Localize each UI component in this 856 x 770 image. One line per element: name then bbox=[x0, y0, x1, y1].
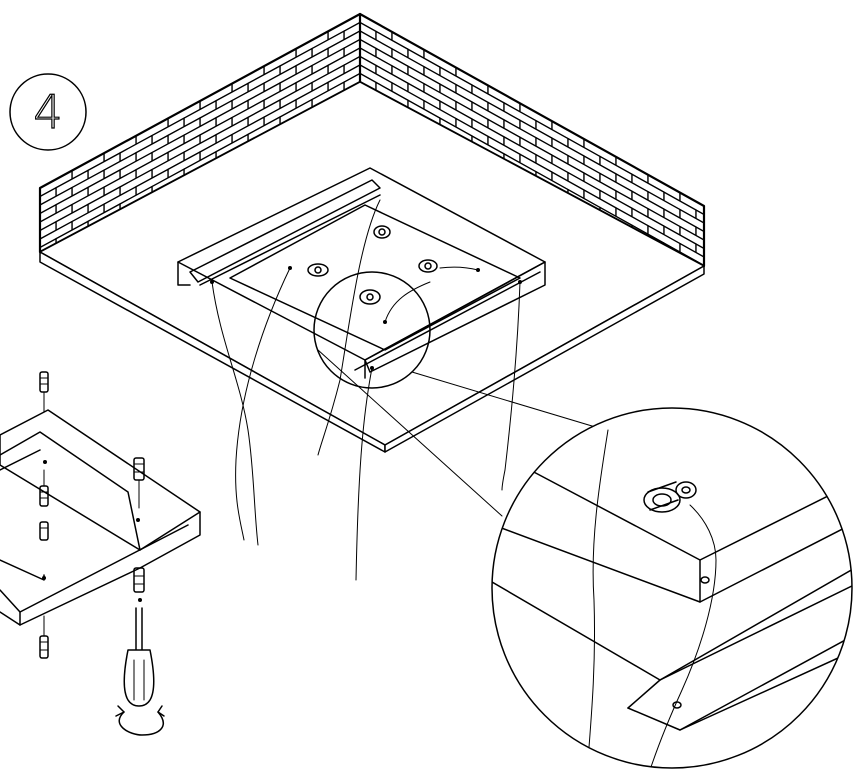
brick bbox=[0, 239, 24, 265]
brick bbox=[679, 225, 704, 255]
screwdriver-icon bbox=[123, 607, 155, 707]
step-number-badge: 4 bbox=[9, 73, 87, 151]
step-number-text: 4 bbox=[33, 85, 62, 139]
brick bbox=[8, 256, 40, 282]
brick bbox=[712, 244, 744, 270]
zoom-source-circle bbox=[313, 271, 431, 389]
brick bbox=[695, 225, 704, 255]
brick bbox=[40, 186, 41, 215]
screw-icon bbox=[39, 469, 49, 507]
screw-icon bbox=[39, 521, 49, 541]
screw-icon bbox=[39, 371, 49, 413]
zoom-detail-circle bbox=[491, 407, 853, 769]
brick bbox=[40, 186, 57, 215]
screw-icon bbox=[39, 615, 49, 659]
brick bbox=[40, 237, 41, 252]
brick bbox=[40, 203, 57, 232]
brick bbox=[695, 208, 704, 238]
brick bbox=[0, 222, 24, 248]
brick bbox=[40, 220, 57, 249]
brick bbox=[728, 279, 760, 305]
brick bbox=[728, 262, 760, 288]
brick bbox=[712, 278, 744, 304]
brick bbox=[40, 186, 73, 215]
brick bbox=[712, 261, 744, 287]
screw-group-box bbox=[307, 225, 438, 305]
brick bbox=[40, 203, 73, 232]
mounting-bracket bbox=[0, 409, 201, 626]
brick bbox=[679, 242, 704, 266]
brick bbox=[679, 208, 704, 238]
screw-set bbox=[39, 371, 145, 659]
brick bbox=[40, 220, 41, 249]
brick bbox=[712, 210, 744, 236]
screw-zoomed bbox=[643, 481, 697, 513]
brick bbox=[40, 220, 73, 249]
brick bbox=[695, 242, 704, 266]
brick bbox=[0, 256, 24, 282]
screw-icon bbox=[133, 457, 145, 509]
brick bbox=[728, 245, 760, 271]
screw-icon bbox=[133, 567, 145, 593]
brick bbox=[40, 203, 41, 232]
zoom-detail bbox=[491, 407, 853, 769]
brick bbox=[0, 205, 24, 231]
rotation-arrow-icon bbox=[115, 705, 165, 736]
brick bbox=[728, 228, 760, 254]
ceiling-mount-box bbox=[177, 167, 546, 379]
zoom-callout bbox=[313, 271, 613, 517]
step-number-circle bbox=[9, 73, 87, 151]
brick-wall bbox=[0, 12, 760, 305]
brick bbox=[712, 227, 744, 253]
